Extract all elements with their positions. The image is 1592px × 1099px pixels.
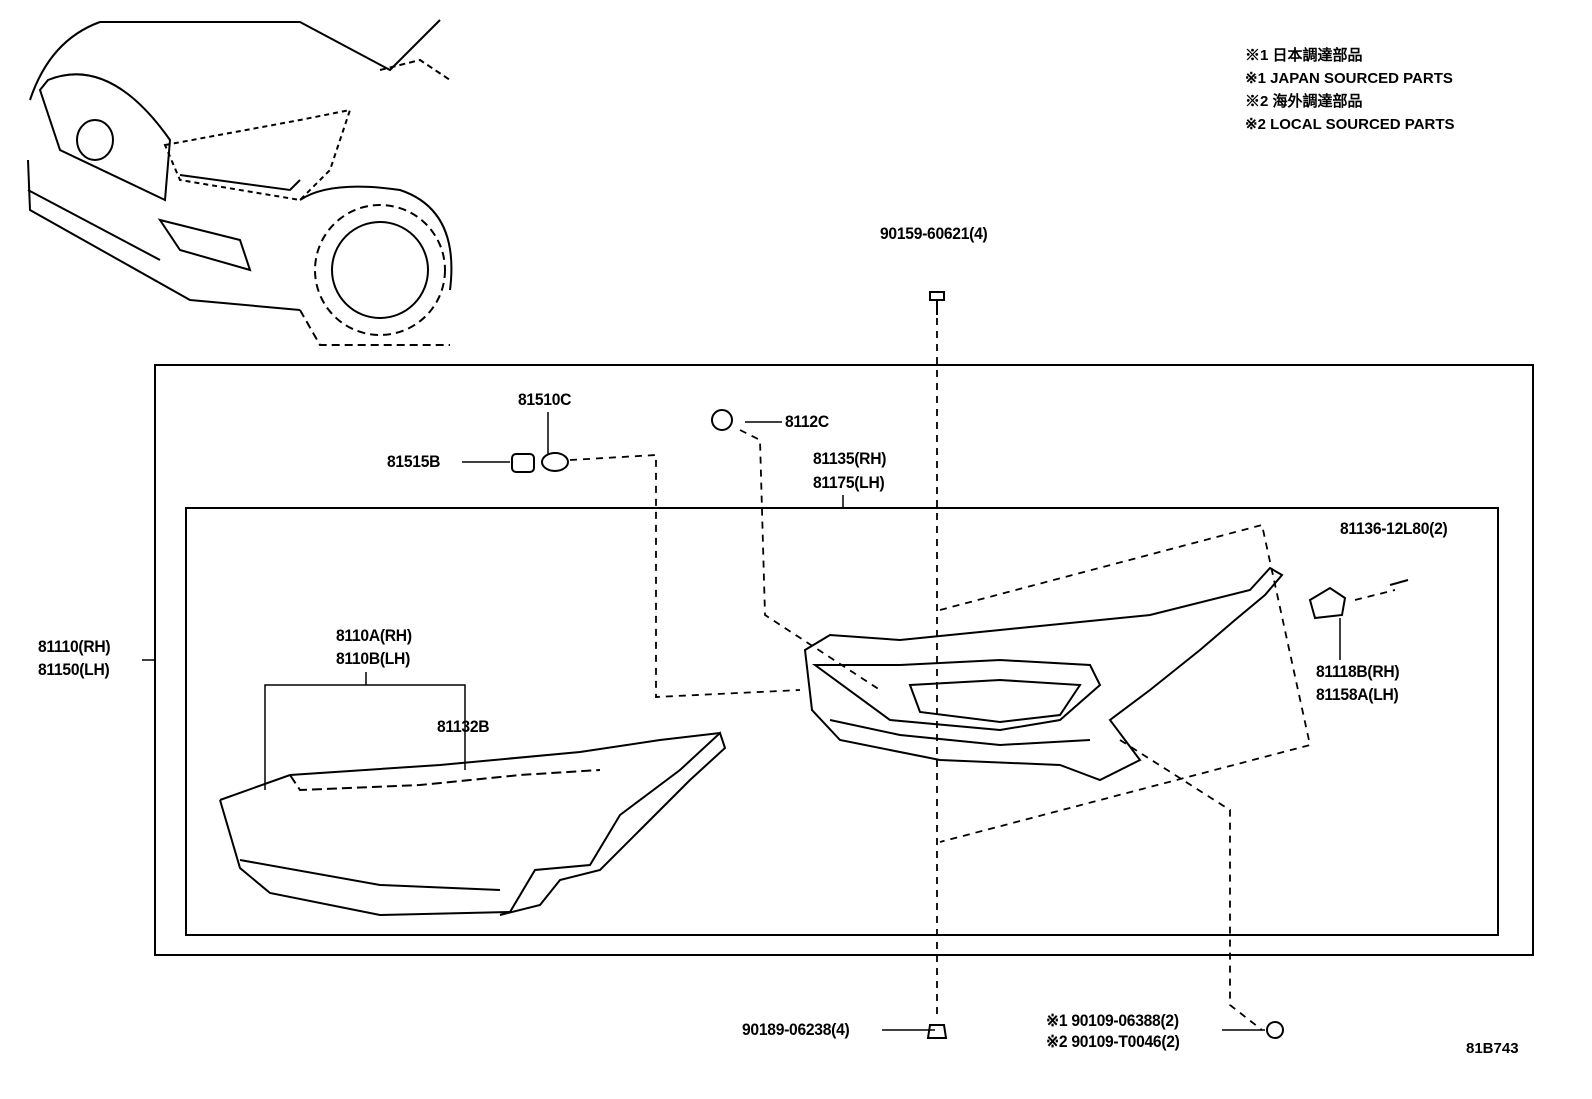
bulb-icon	[511, 452, 569, 473]
headlamp-unit-drawing	[803, 566, 1284, 782]
part-label-unit-rh[interactable]: 81135(RH)	[813, 449, 887, 468]
legend-line: ※2 海外調達部品	[1245, 93, 1363, 110]
diagram-code: 81B743	[1466, 1040, 1519, 1057]
part-label-bolt-bottom[interactable]: 90189-06238(4)	[742, 1020, 850, 1039]
part-label-unit-lh[interactable]: 81175(LH)	[813, 473, 885, 492]
bracket-icon	[1308, 579, 1409, 620]
part-label-cap[interactable]: 8112C	[785, 412, 829, 431]
screw-top-icon	[929, 291, 945, 315]
part-label-socket[interactable]: 81515B	[387, 452, 441, 471]
headlamp-lens-drawing	[219, 731, 727, 917]
part-label-bracket-lh[interactable]: 81158A(LH)	[1316, 685, 1399, 704]
part-label-screw-top[interactable]: 90159-60621(4)	[880, 224, 988, 243]
part-label-bracket-screw[interactable]: 81136-12L80(2)	[1340, 519, 1448, 538]
sourcing-legend: ※1 日本調達部品 ※1 JAPAN SOURCED PARTS ※2 海外調達…	[1245, 44, 1455, 136]
vehicle-front-sketch	[27, 19, 453, 346]
unit-inner-box	[185, 507, 1499, 936]
part-label-assy-lh[interactable]: 81150(LH)	[38, 660, 110, 679]
nut-icon	[1266, 1021, 1284, 1039]
part-label-gasket[interactable]: 81132B	[437, 717, 490, 736]
cap-icon	[711, 409, 733, 431]
part-label-bulb[interactable]: 81510C	[518, 390, 572, 409]
part-label-nut-jp[interactable]: ※1 90109-06388(2)	[1046, 1011, 1179, 1030]
part-label-lens-rh[interactable]: 8110A(RH)	[336, 626, 412, 645]
part-label-bracket-rh[interactable]: 81118B(RH)	[1316, 662, 1400, 681]
legend-line: ※1 日本調達部品	[1245, 47, 1363, 64]
part-label-nut-local[interactable]: ※2 90109-T0046(2)	[1046, 1032, 1180, 1051]
legend-line: ※1 JAPAN SOURCED PARTS	[1245, 70, 1453, 87]
bolt-bottom-icon	[926, 1024, 948, 1039]
part-label-assy-rh[interactable]: 81110(RH)	[38, 637, 111, 656]
part-label-lens-lh[interactable]: 8110B(LH)	[336, 649, 411, 668]
legend-line: ※2 LOCAL SOURCED PARTS	[1245, 116, 1455, 133]
